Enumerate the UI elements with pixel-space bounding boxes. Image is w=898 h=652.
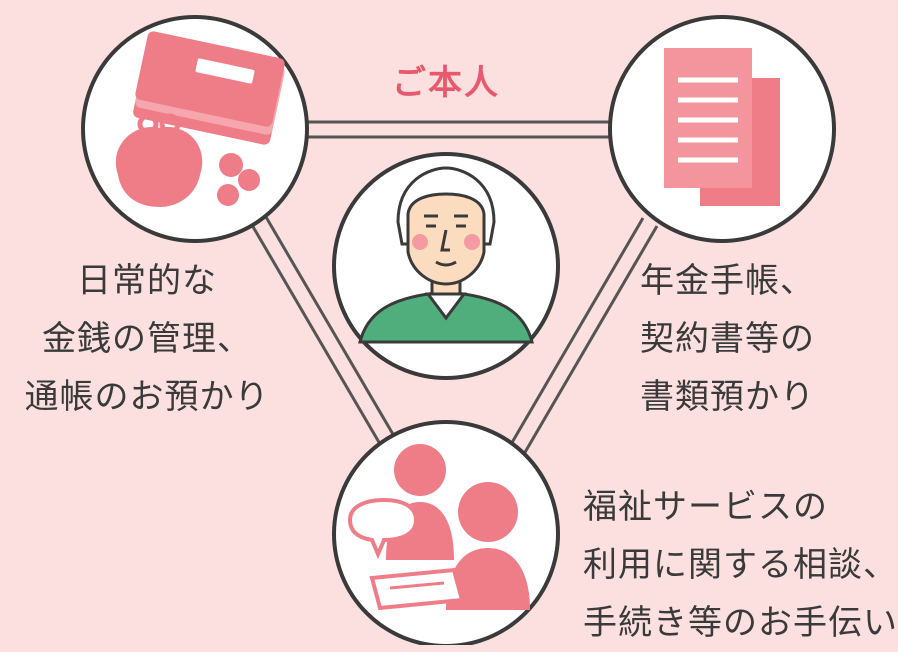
- documents-label-line: 年金手帳、: [640, 261, 815, 301]
- node-consultation: [332, 420, 560, 645]
- wallet-and-passbook-icon: [115, 31, 285, 207]
- connector-top: [300, 120, 612, 139]
- consultation-label-line: 福祉サービスの: [583, 487, 828, 527]
- consultation-icon: [347, 444, 530, 611]
- node-money: [81, 15, 309, 243]
- money-label-line: 金銭の管理、: [42, 319, 252, 359]
- consultation-label-line: 利用に関する相談、: [583, 545, 898, 585]
- money-label-line: 日常的な: [77, 261, 217, 301]
- documents-label-line: 書類預かり: [640, 377, 815, 417]
- connector-lines: [250, 120, 659, 455]
- money-label: 日常的な 金銭の管理、 通帳のお預かり: [18, 252, 276, 426]
- elderly-person-icon: [358, 166, 534, 344]
- documents-icon: [664, 48, 780, 206]
- consultation-label: 福祉サービスの 利用に関する相談、 手続き等のお手伝い: [583, 478, 898, 652]
- center-title: ご本人: [392, 63, 500, 103]
- node-documents: [608, 15, 836, 243]
- consultation-label-line: 手続き等のお手伝い: [583, 603, 898, 643]
- node-person: [332, 152, 560, 380]
- documents-label: 年金手帳、 契約書等の 書類預かり: [640, 252, 815, 426]
- money-label-line: 通帳のお預かり: [24, 377, 270, 417]
- connector-right: [508, 217, 659, 455]
- documents-label-line: 契約書等の: [640, 319, 815, 359]
- connector-left: [250, 216, 396, 445]
